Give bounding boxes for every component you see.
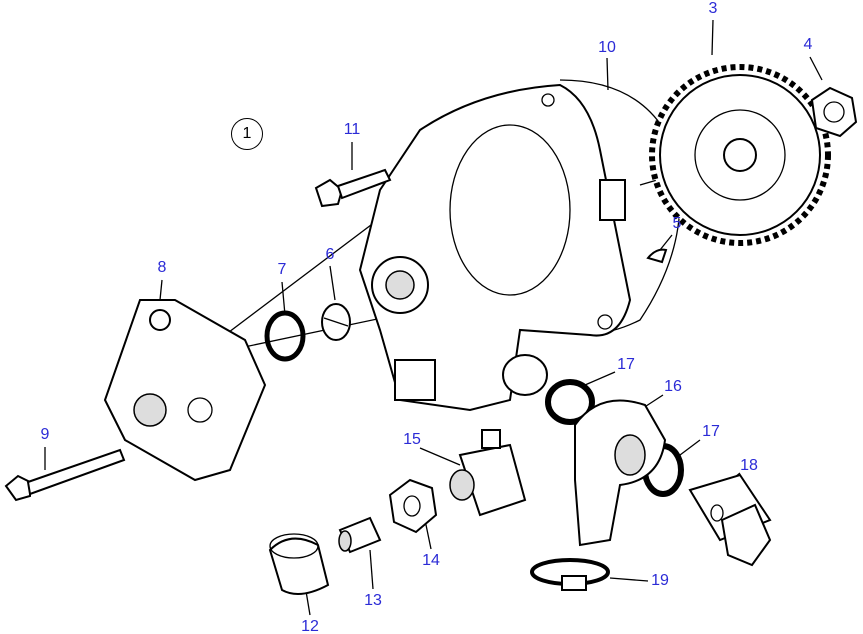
banjo [574, 399, 667, 547]
callout-18: 18 [740, 457, 758, 474]
hose-clamp [530, 558, 610, 591]
valve [338, 516, 382, 554]
tee-fitting [449, 429, 527, 517]
callout-16: 16 [664, 378, 682, 395]
callout-3: 3 [708, 0, 718, 17]
key [646, 248, 668, 264]
callout-17b: 17 [702, 423, 720, 440]
banjo-bolt [688, 473, 772, 567]
callout-19: 19 [651, 572, 669, 589]
callout-14: 14 [422, 552, 440, 569]
pump-housing [358, 83, 632, 412]
cover [103, 299, 267, 482]
callout-9: 9 [40, 426, 50, 443]
callout-17a: 17 [617, 356, 635, 373]
diagram-marker: 1 [231, 118, 263, 150]
callout-4: 4 [803, 36, 813, 53]
callout-8: 8 [157, 259, 167, 276]
callout-10: 10 [598, 39, 616, 56]
sealing-washer [545, 379, 595, 425]
callout-13: 13 [364, 592, 382, 609]
nut-fitting [388, 478, 438, 534]
callout-6: 6 [325, 246, 335, 263]
callout-5: 5 [672, 215, 682, 232]
bolt [314, 168, 392, 208]
cap [268, 533, 330, 595]
callout-11: 11 [343, 121, 361, 138]
callout-15: 15 [403, 431, 421, 448]
gear [649, 64, 831, 246]
callout-7: 7 [277, 261, 287, 278]
callout-12: 12 [301, 618, 319, 634]
coupling [321, 303, 351, 341]
nut [810, 86, 858, 138]
long-bolt [4, 448, 126, 502]
o-ring [264, 310, 306, 362]
